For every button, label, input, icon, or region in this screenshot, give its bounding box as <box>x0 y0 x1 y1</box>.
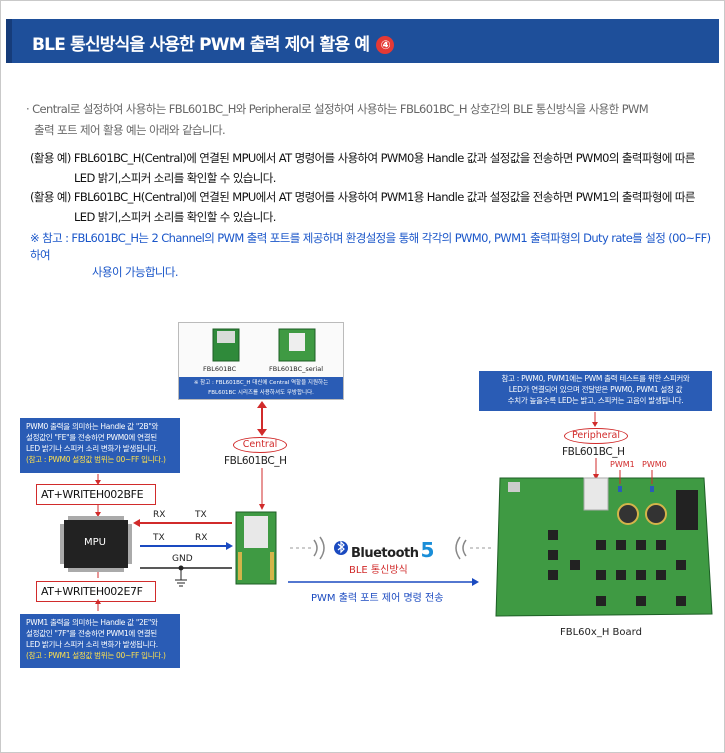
fbl601bc-label: FBL601BC <box>203 365 237 373</box>
example-pwm1: (활용 예) FBL601BC_H(Central)에 연결된 MPU에서 AT… <box>30 187 720 227</box>
fbl601bc-serial-module-image <box>278 328 316 362</box>
section-number-badge: ④ <box>376 36 395 54</box>
pwm1-pin-label: PWM1 <box>610 460 635 469</box>
rx-label-left: RX <box>153 510 166 520</box>
pwm0-box-line-1: PWM0 출력을 의미하는 Handle 값 "2B"와 <box>26 422 159 431</box>
peripheral-note-line-1: 참고 : PWM0, PWM1에는 PWM 출력 테스트를 위한 스피커와 <box>501 374 690 383</box>
peripheral-note-line-3: 수치가 높을수록 LED는 밝고, 스피커는 고음이 발생됩니다. <box>507 396 684 405</box>
example-pwm0: (활용 예) FBL601BC_H(Central)에 연결된 MPU에서 AT… <box>30 148 720 188</box>
page-title: BLE 통신방식을 사용한 PWM 출력 제어 활용 예 ④ <box>32 30 395 55</box>
gnd-label: GND <box>172 554 193 564</box>
central-tag-text: Central <box>242 439 278 450</box>
example-pwm0-line-1: (활용 예) FBL601BC_H(Central)에 연결된 MPU에서 AT… <box>30 151 695 165</box>
intro-line-2: 출력 포트 제어 활용 예는 아래와 같습니다. <box>34 123 226 137</box>
mpu-label: MPU <box>84 537 106 548</box>
module-caption: ※ 참고 : FBL601BC_H 대신에 Central 역할을 지원하는 F… <box>179 377 343 399</box>
note-line-1: ※ 참고 : FBL601BC_H는 2 Channel의 PWM 출력 포트를… <box>30 231 711 262</box>
fbl601bc-serial-label: FBL601BC_serial <box>269 365 324 373</box>
page-title-text: BLE 통신방식을 사용한 PWM 출력 제어 활용 예 <box>32 35 370 55</box>
pwm0-box-note: (참고 : PWM0 설정값 범위는 00~FF 입니다.) <box>26 455 166 464</box>
intro-text: · Central로 설정하여 사용하는 FBL601BC_H와 Periphe… <box>26 99 706 141</box>
pwm0-box-line-2: 설정값인 "FE"를 전송하면 PWM0에 연결된 <box>26 433 157 442</box>
example-pwm0-line-2: LED 밝기,스피커 소리를 확인할 수 있습니다. <box>74 171 276 185</box>
note-text: ※ 참고 : FBL601BC_H는 2 Channel의 PWM 출력 포트를… <box>30 230 720 281</box>
module-reference-box: FBL601BC FBL601BC_serial ※ 참고 : FBL601BC… <box>178 322 344 400</box>
pwm0-explanation-box: PWM0 출력을 의미하는 Handle 값 "2B"와 설정값인 "FE"를 … <box>20 418 180 473</box>
peripheral-module-name: FBL601BC_H <box>562 446 625 458</box>
central-tag: Central <box>233 437 287 453</box>
at-command-pwm1: AT+WRITEH002E7F <box>36 581 156 602</box>
peripheral-tag-text: Peripheral <box>571 430 621 441</box>
fbl601bc-module-image <box>212 328 240 362</box>
pwm1-box-line-3: LED 밝기나 스피커 소리 변화가 발생됩니다. <box>26 640 158 649</box>
pwm1-box-line-1: PWM1 출력을 의미하는 Handle 값 "2E"와 <box>26 618 158 627</box>
peripheral-tag: Peripheral <box>564 428 628 444</box>
note-line-2: 사용이 가능합니다. <box>92 265 179 279</box>
tx-label-left: TX <box>153 533 165 543</box>
central-module-name: FBL601BC_H <box>224 455 287 467</box>
rx-label-right: RX <box>195 533 208 543</box>
at-command-pwm0: AT+WRITEH002BFE <box>36 484 156 505</box>
section-header: BLE 통신방식을 사용한 PWM 출력 제어 활용 예 ④ <box>6 19 719 63</box>
bluetooth-text: Bluetooth <box>351 546 419 561</box>
module-caption-line-2: FBL601BC 시리즈를 사용하셔도 무방합니다. <box>208 390 314 396</box>
tx-label-right: TX <box>195 510 207 520</box>
intro-line-1: · Central로 설정하여 사용하는 FBL601BC_H와 Periphe… <box>26 102 649 116</box>
pwm-command-label: PWM 출력 포트 제어 명령 전송 <box>311 593 444 604</box>
pwm1-box-note: (참고 : PWM1 설정값 범위는 00~FF 입니다.) <box>26 651 166 660</box>
pwm1-box-line-2: 설정값인 "7F"를 전송하면 PWM1에 연결된 <box>26 629 157 638</box>
example-pwm1-line-2: LED 밝기,스피커 소리를 확인할 수 있습니다. <box>74 210 276 224</box>
ble-method-label: BLE 통신방식 <box>349 565 408 576</box>
peripheral-note-line-2: LED가 연결되어 있으며 전달받은 PWM0, PWM1 설정 값 <box>508 385 683 394</box>
example-pwm1-line-1: (활용 예) FBL601BC_H(Central)에 연결된 MPU에서 AT… <box>30 190 695 204</box>
module-caption-line-1: ※ 참고 : FBL601BC_H 대신에 Central 역할을 지원하는 <box>193 380 329 386</box>
pwm1-explanation-box: PWM1 출력을 의미하는 Handle 값 "2E"와 설정값인 "7F"를 … <box>20 614 180 668</box>
bluetooth-version: 5 <box>420 538 434 562</box>
pwm0-pin-label: PWM0 <box>642 460 667 469</box>
board-name: FBL60x_H Board <box>560 627 642 638</box>
pwm0-box-line-3: LED 밝기나 스피커 소리 변화가 발생됩니다. <box>26 444 158 453</box>
peripheral-note-box: 참고 : PWM0, PWM1에는 PWM 출력 테스트를 위한 스피커와 LE… <box>479 371 712 411</box>
